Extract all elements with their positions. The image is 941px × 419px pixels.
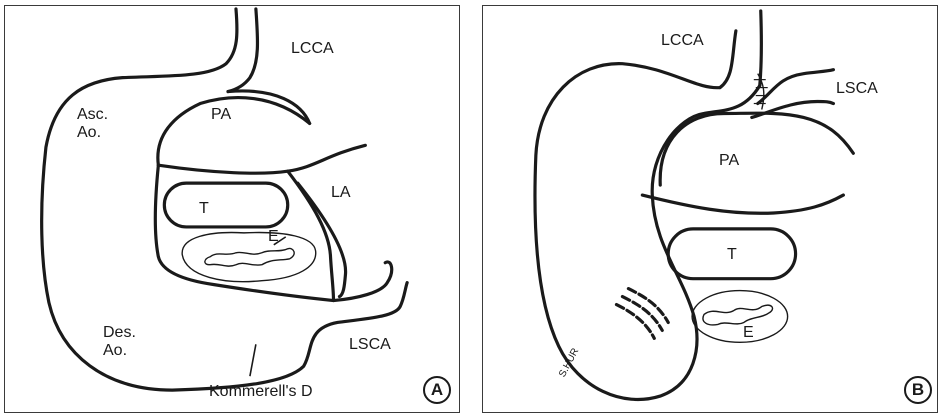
panel-b: LCCA LSCA PA T E S.HUR B [482,5,938,413]
lcca-right-wall [760,11,762,86]
label-pa: PA [211,106,231,124]
label-e: E [743,324,754,342]
aortic-arch-outline [42,9,407,390]
label-lsca: LSCA [836,80,878,98]
label-lsca: LSCA [349,336,391,354]
trachea-shape [164,183,287,227]
panel-b-drawing [483,6,937,412]
arch-right-contour [228,91,310,123]
pa-lower-border [158,145,365,173]
label-asc-ao: Asc. Ao. [77,106,108,142]
kommerell-leader [250,344,256,376]
pa-upper-border [158,98,310,166]
lsca-upper [758,70,834,104]
label-pa: PA [719,152,739,170]
panel-badge-a: A [423,376,451,404]
label-lcca: LCCA [661,32,704,50]
pa-lower-border [642,195,843,213]
hatch-marks [616,289,668,339]
lcca-left-wall [720,31,736,88]
label-e: E [268,228,279,246]
label-la: LA [331,184,351,202]
panel-badge-b: B [904,376,932,404]
pa-upper-border [660,113,853,185]
label-t: T [199,200,209,218]
label-des-ao: Des. Ao. [103,324,136,360]
esophagus-lumen [205,248,294,266]
lcca-right-wall [228,9,257,92]
label-t: T [727,246,737,264]
label-kommerell: Kommerell's D [209,383,313,401]
panel-a: LCCA Asc. Ao. PA LA T E Des. Ao. LSCA Ko… [4,5,460,413]
label-lcca: LCCA [291,40,334,58]
esophagus-lumen [703,305,773,325]
